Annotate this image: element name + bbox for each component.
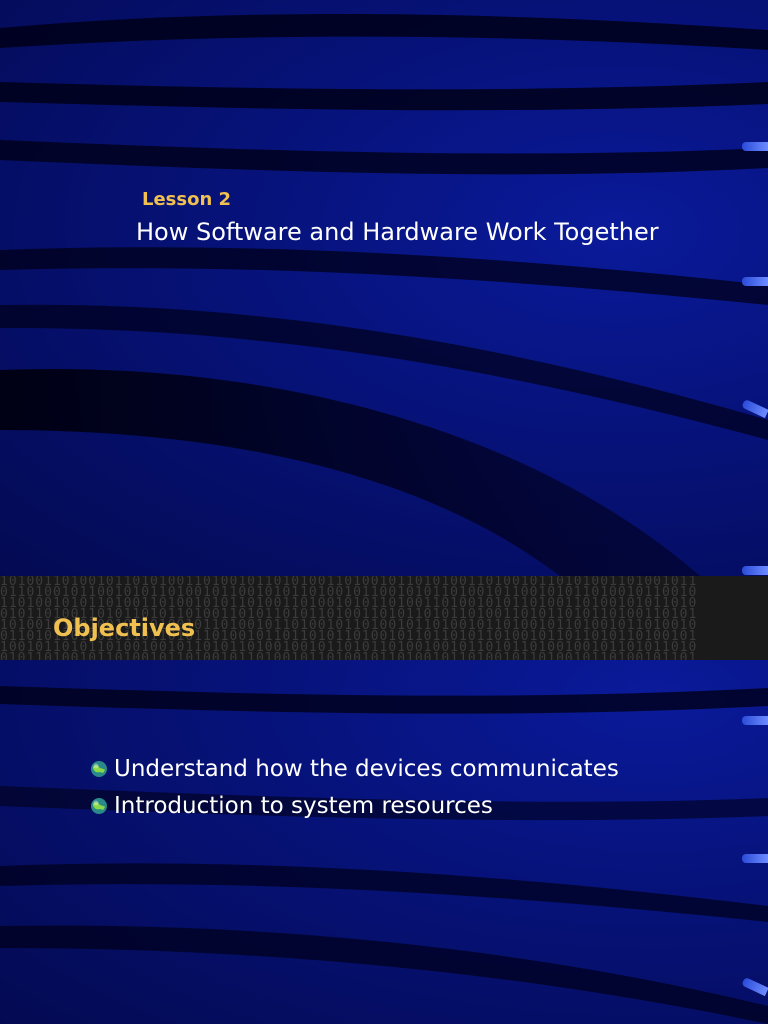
lesson-title: How Software and Hardware Work Together	[136, 218, 659, 246]
lesson-label: Lesson 2	[142, 189, 232, 210]
edge-accent	[742, 854, 768, 863]
swoosh-background	[0, 686, 768, 1024]
globe-icon	[91, 797, 107, 814]
objectives-slide: 1010011010010110101001101001011010100110…	[0, 576, 768, 1024]
globe-icon	[91, 760, 107, 777]
edge-accent	[742, 277, 768, 286]
binary-pattern-decoration: 1010011010010110101001101001011010100110…	[0, 576, 698, 660]
swoosh-background	[0, 14, 768, 576]
objectives-list: Understand how the devices communicates …	[90, 750, 619, 824]
list-item-text: Understand how the devices communicates	[114, 755, 619, 782]
title-slide: Lesson 2 How Software and Hardware Work …	[0, 0, 768, 576]
list-item: Introduction to system resources	[90, 787, 619, 824]
objectives-heading: Objectives	[53, 614, 196, 642]
list-item: Understand how the devices communicates	[90, 750, 619, 787]
list-item-text: Introduction to system resources	[114, 792, 493, 819]
edge-accent	[742, 142, 768, 151]
edge-accent	[742, 566, 768, 575]
objectives-title-band: 1010011010010110101001101001011010100110…	[0, 576, 768, 660]
edge-accent	[742, 716, 768, 725]
